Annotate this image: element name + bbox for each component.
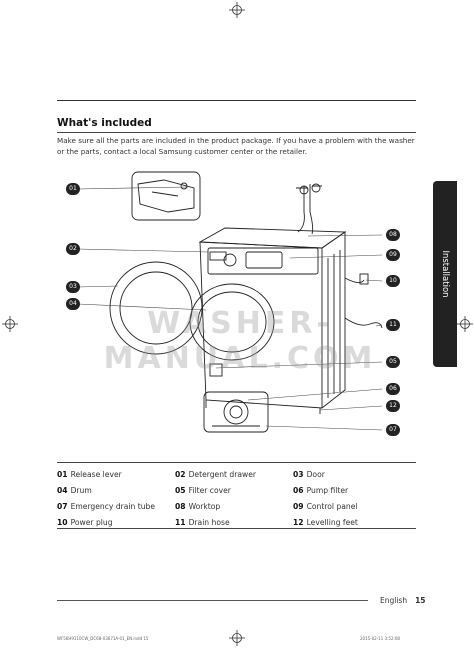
release-lever-inset (131, 171, 201, 221)
part-name: Worktop (188, 501, 221, 511)
parts-divider-top (57, 462, 416, 463)
part-number: 12 (293, 517, 304, 527)
side-tab-label: Installation (440, 250, 450, 298)
detergent-drawer-handle (209, 251, 227, 261)
callout-04: 04 (66, 298, 80, 310)
callout-07: 07 (386, 424, 400, 436)
part-number: 03 (293, 469, 304, 479)
callout-06: 06 (386, 383, 400, 395)
intro-paragraph: Make sure all the parts are included in … (57, 136, 415, 156)
callout-02: 02 (66, 243, 80, 255)
footer-rule (57, 600, 368, 601)
parts-divider-bottom (57, 528, 416, 529)
watermark: WASHER-MANUAL.COM (103, 306, 377, 376)
section-title: What's included (57, 117, 152, 129)
title-divider (57, 132, 416, 133)
pump-filter-inset (203, 391, 269, 433)
registration-mark-icon (2, 316, 18, 332)
part-name: Drum (70, 485, 92, 495)
imprint-right: 2015-02-11 3:52:08 (360, 636, 400, 641)
side-tab (433, 181, 457, 367)
part-number: 01 (57, 469, 68, 479)
drain-hose (344, 317, 383, 329)
part-number: 10 (57, 517, 68, 527)
part-name: Release lever (70, 469, 122, 479)
callout-01: 01 (66, 183, 80, 195)
washer-illustration (77, 171, 383, 433)
part-number: 02 (175, 469, 186, 479)
part-name: Filter cover (188, 485, 231, 495)
callout-03: 03 (66, 281, 80, 293)
part-number: 09 (293, 501, 304, 511)
page-number: 15 (415, 596, 426, 605)
part-name: Control panel (306, 501, 358, 511)
part-number: 05 (175, 485, 186, 495)
power-plug (359, 273, 369, 285)
registration-mark-icon (457, 316, 473, 332)
part-number: 07 (57, 501, 68, 511)
drum-opening (189, 283, 275, 361)
part-number: 08 (175, 501, 186, 511)
footer-language: English (380, 596, 408, 605)
worktop (198, 227, 347, 249)
callout-09: 09 (386, 249, 400, 261)
callout-11: 11 (386, 319, 400, 331)
imprint-left: WF56H9110CW_DC68-03671A-01_EN.indd 15 (57, 636, 149, 641)
part-name: Emergency drain tube (70, 501, 156, 511)
part-name: Detergent drawer (188, 469, 257, 479)
callout-10: 10 (386, 275, 400, 287)
callout-05: 05 (386, 356, 400, 368)
washer-diagram (60, 168, 410, 440)
part-number: 06 (293, 485, 304, 495)
control-panel-display (245, 251, 283, 269)
callout-12: 12 (386, 400, 400, 412)
registration-mark-icon (229, 2, 245, 18)
part-name: Drain hose (188, 517, 230, 527)
door-ring (109, 261, 203, 355)
part-number: 11 (175, 517, 186, 527)
part-name: Power plug (70, 517, 113, 527)
page-footer: English 15 (380, 596, 426, 605)
part-name: Levelling feet (306, 517, 358, 527)
callout-08: 08 (386, 229, 400, 241)
pump-filter (223, 399, 249, 425)
part-name: Pump filter (306, 485, 349, 495)
filter-cover (209, 363, 223, 377)
part-number: 04 (57, 485, 68, 495)
registration-mark-icon (229, 630, 245, 646)
top-rule (57, 100, 416, 101)
part-name: Door (306, 469, 325, 479)
